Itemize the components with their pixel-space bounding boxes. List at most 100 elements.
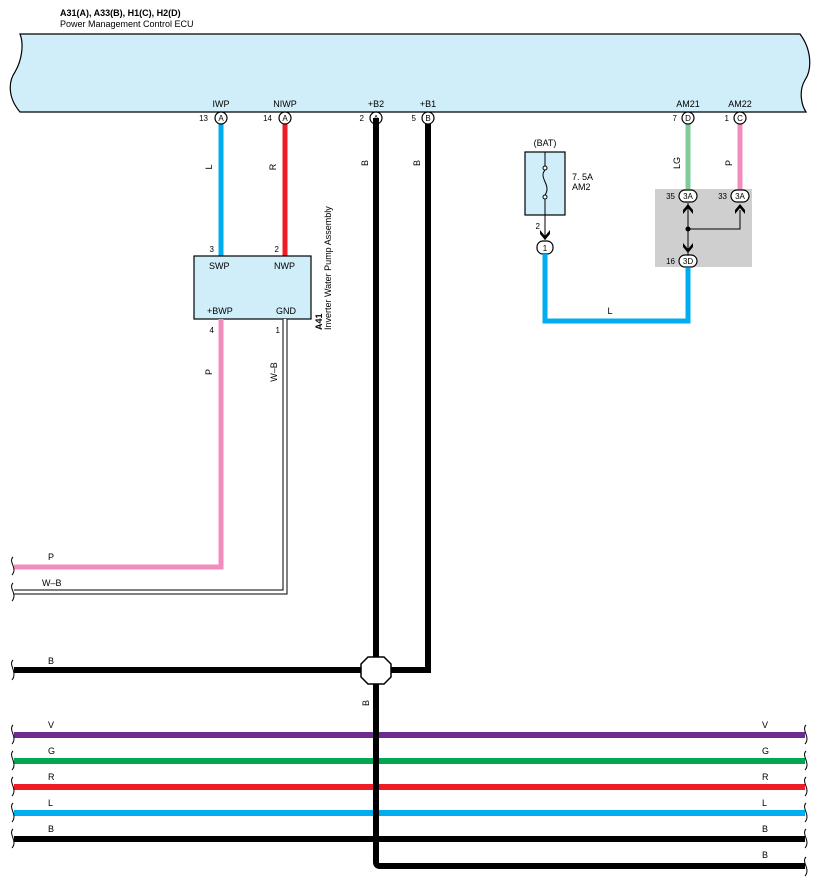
- junction-dot: [685, 226, 691, 232]
- ecu-pin-b1: B 5: [412, 111, 435, 125]
- bus-wire-label-right-4: B: [762, 824, 768, 834]
- bus-wire-label-right-2: R: [762, 772, 769, 782]
- wire-label-fuse-out: L: [607, 306, 612, 316]
- pump-pin-swp: 3: [210, 245, 215, 254]
- fuse-rating: 7. 5A: [572, 172, 593, 182]
- bus-break-right-2: [804, 776, 808, 797]
- junction-link-horz: [688, 210, 741, 230]
- bus-break-left-2: [11, 776, 15, 797]
- splice-point: [360, 656, 392, 685]
- ecu-body: [9, 33, 811, 113]
- svg-text:2: 2: [360, 114, 365, 123]
- junction-pin-16: 3D 16: [666, 254, 698, 268]
- left-wire-label-b: B: [48, 656, 54, 666]
- pump-label-bwp: +BWP: [207, 306, 233, 316]
- pump-code: A41: [314, 313, 324, 330]
- svg-text:13: 13: [199, 114, 208, 123]
- svg-text:7: 7: [673, 114, 678, 123]
- wire-label-splice: B: [361, 700, 371, 706]
- svg-text:33: 33: [718, 192, 727, 201]
- bus-break-right-0: [804, 724, 808, 745]
- bus-wire-label-right-1: G: [762, 746, 769, 756]
- pin-name-b1: +B1: [420, 99, 436, 109]
- ecu-title: Power Management Control ECU: [60, 19, 194, 29]
- wire-gnd-outline: [14, 319, 288, 595]
- svg-text:3D: 3D: [683, 257, 693, 266]
- junction-pin-35: 3A 35: [666, 189, 698, 203]
- pump-pin-bwp: 4: [210, 326, 215, 335]
- svg-text:A: A: [218, 114, 224, 123]
- svg-text:35: 35: [666, 192, 675, 201]
- bus-wire-label-left-2: R: [48, 772, 55, 782]
- wire-label-gnd: W–B: [269, 362, 279, 382]
- pump-label-nwp: NWP: [274, 261, 295, 271]
- svg-text:C: C: [737, 114, 743, 123]
- bottom-wire-group: V V G G R R L L B B B: [11, 720, 808, 877]
- pump-label-swp: SWP: [209, 261, 230, 271]
- svg-text:14: 14: [263, 114, 272, 123]
- pin-name-niwp: NIWP: [273, 99, 297, 109]
- svg-text:3A: 3A: [683, 192, 693, 201]
- pump-label-gnd: GND: [276, 306, 297, 316]
- bus-break-left-4: [11, 828, 15, 849]
- bus-wire-label-left-4: B: [48, 824, 54, 834]
- left-wire-label-wb: W–B: [42, 578, 62, 588]
- bus-wire-label-right-3: L: [762, 798, 767, 808]
- junction-chevron-icon-35: [683, 204, 693, 214]
- fuse-name: AM2: [572, 182, 591, 192]
- svg-text:5: 5: [412, 114, 417, 123]
- pump-name: Inverter Water Pump Assembly: [323, 206, 333, 330]
- wire-label-b1: B: [412, 160, 422, 166]
- bus-break-right-1: [804, 750, 808, 771]
- fuse-out-pin: 2: [536, 222, 541, 231]
- svg-text:B: B: [425, 114, 430, 123]
- junction-chevron-icon-33: [735, 204, 745, 214]
- wire-b1: [388, 118, 431, 673]
- bus-break-right-3: [804, 802, 808, 823]
- ecu-pin-am22: C 1: [725, 111, 747, 125]
- bus-break-left-3: [11, 802, 15, 823]
- wire-fuse-out: [542, 254, 691, 324]
- bus-wire-5: [373, 855, 805, 869]
- wire-bwp: [14, 319, 224, 570]
- pin-name-am22: AM22: [728, 99, 752, 109]
- svg-text:16: 16: [666, 257, 675, 266]
- ecu-pin-am21: D 7: [673, 111, 695, 125]
- bus-break-left-1: [11, 750, 15, 771]
- wire-label-am22: P: [724, 160, 734, 166]
- bus-wire-label-right-5: B: [762, 850, 768, 860]
- pin-name-iwp: IWP: [213, 99, 230, 109]
- fuse-connector: 1: [536, 240, 554, 255]
- ecu-pin-iwp: A 13: [199, 111, 228, 125]
- pump-pin-nwp: 2: [275, 245, 280, 254]
- fuse-chevron-icon: [540, 230, 550, 240]
- svg-text:1: 1: [725, 114, 730, 123]
- fuse-source: (BAT): [534, 138, 557, 148]
- bus-break-left-0: [11, 724, 15, 745]
- pin-name-am21: AM21: [676, 99, 700, 109]
- bus-wire-label-left-1: G: [48, 746, 55, 756]
- connector-codes: A31(A), A33(B), H1(C), H2(D): [60, 8, 181, 18]
- svg-text:3A: 3A: [735, 192, 745, 201]
- wire-label-b2: B: [360, 160, 370, 166]
- bus-wire-label-left-3: L: [48, 798, 53, 808]
- wire-label-bwp: P: [204, 369, 214, 375]
- pin-name-b2: +B2: [368, 99, 384, 109]
- bus-break-right-4: [804, 828, 808, 849]
- bus-wire-label-left-0: V: [48, 720, 54, 730]
- wire-label-am21: LG: [672, 157, 682, 169]
- wire-gnd: [14, 319, 287, 594]
- junction-pin-33: 3A 33: [718, 189, 750, 203]
- pump-pin-gnd: 1: [276, 326, 281, 335]
- pump-box: [193, 255, 312, 320]
- junction-chevron-icon-16: [683, 243, 693, 253]
- ecu-pin-niwp: A 14: [263, 111, 292, 125]
- fuse-icon: [542, 152, 548, 240]
- svg-text:1: 1: [543, 244, 548, 253]
- bus-wire-label-right-0: V: [762, 720, 768, 730]
- svg-text:D: D: [685, 114, 691, 123]
- bus-break-right-5: [804, 856, 808, 877]
- left-wire-label-p: P: [48, 552, 54, 562]
- left-break-marks: [11, 556, 15, 681]
